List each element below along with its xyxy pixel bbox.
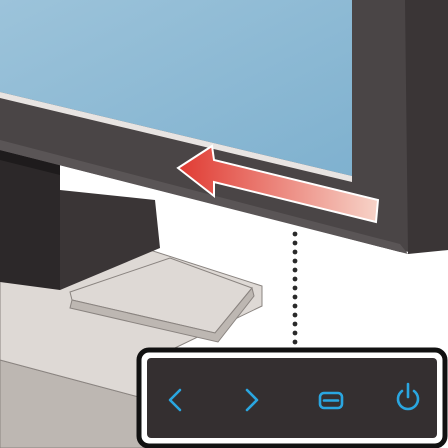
leader-dot xyxy=(293,322,298,327)
next-button[interactable] xyxy=(236,382,270,418)
menu-button[interactable] xyxy=(312,382,350,418)
leader-dot xyxy=(293,313,298,318)
leader-dot xyxy=(293,331,298,336)
leader-dot xyxy=(293,286,298,291)
leader-dot xyxy=(293,277,298,282)
leader-dot xyxy=(293,241,298,246)
leader-dot xyxy=(293,232,298,237)
leader-dot xyxy=(293,259,298,264)
leader-dot xyxy=(293,304,298,309)
leader-dot xyxy=(293,295,298,300)
leader-dot xyxy=(293,340,298,345)
dotted-leader-line xyxy=(293,232,298,345)
button-callout xyxy=(139,350,445,446)
bezel-side xyxy=(405,0,448,254)
previous-button-hit[interactable] xyxy=(158,382,192,418)
leader-dot xyxy=(293,250,298,255)
leader-dot xyxy=(293,268,298,273)
next-button-hit[interactable] xyxy=(236,382,270,418)
previous-button[interactable] xyxy=(158,382,192,418)
power-button[interactable] xyxy=(390,378,428,418)
